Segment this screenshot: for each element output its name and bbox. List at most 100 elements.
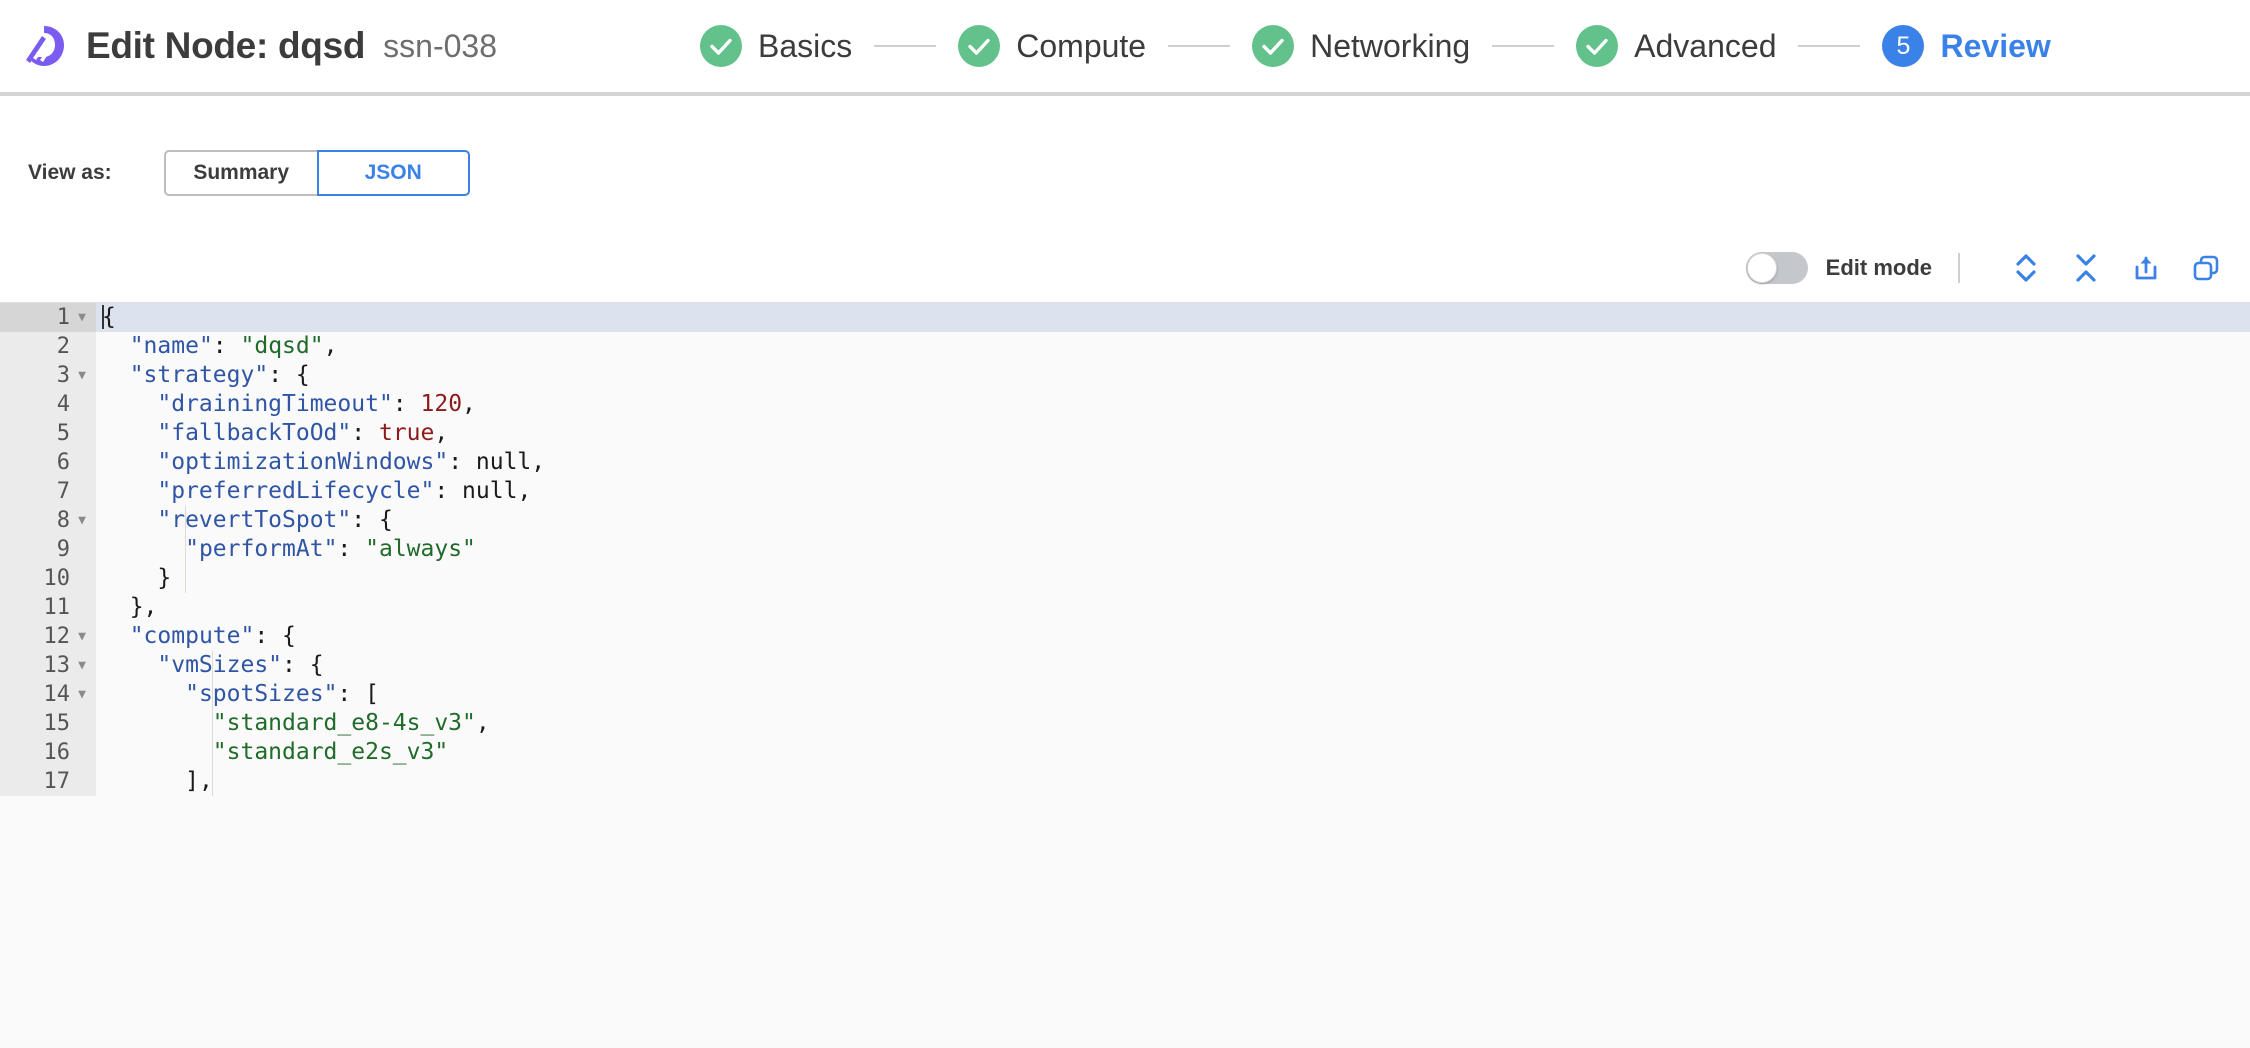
code-line[interactable]: 8▼ "revertToSpot": { <box>0 506 2250 535</box>
code-text: "standard_e8-4s_v3", <box>212 710 490 736</box>
step-connector <box>1168 45 1231 47</box>
line-number-gutter: 7 <box>0 477 96 506</box>
line-number-gutter: 15 <box>0 709 96 738</box>
check-icon <box>1576 25 1619 67</box>
brand-block: Edit Node: dqsd ssn-038 <box>0 24 497 68</box>
check-icon <box>1252 25 1295 67</box>
code-line[interactable]: 13▼ "vmSizes": { <box>0 651 2250 680</box>
line-number: 8 <box>56 508 70 533</box>
page-subtitle: ssn-038 <box>383 27 497 64</box>
share-icon[interactable] <box>2126 248 2166 288</box>
code-line[interactable]: 2 "name": "dqsd", <box>0 332 2250 361</box>
line-number: 15 <box>43 711 71 736</box>
line-number: 3 <box>56 363 70 388</box>
fold-toggle-icon[interactable]: ▼ <box>78 310 86 325</box>
json-editor[interactable]: 1▼{2 "name": "dqsd",3▼ "strategy": {4 "d… <box>0 302 2250 1048</box>
code-line[interactable]: 3 ▼ "strategy": { <box>0 361 2250 390</box>
code-line[interactable]: 5 "fallbackToOd": true, <box>0 419 2250 448</box>
line-number: 13 <box>43 653 71 678</box>
indent-guide <box>212 651 214 796</box>
line-number: 11 <box>43 595 71 620</box>
step-connector <box>1492 45 1555 47</box>
collapse-all-icon[interactable] <box>2066 248 2106 288</box>
code-text: "revertToSpot": { <box>157 507 393 533</box>
code-line[interactable]: 15 "standard_e8-4s_v3", <box>0 709 2250 738</box>
code-line[interactable]: 16 "standard_e2s_v3" <box>0 738 2250 767</box>
step-label: Networking <box>1310 27 1471 64</box>
line-number: 14 <box>43 682 71 707</box>
code-line[interactable]: 1▼{ <box>0 303 2250 332</box>
line-number-gutter: 11 <box>0 593 96 622</box>
line-number-gutter: 9 <box>0 535 96 564</box>
wizard-step-review[interactable]: 5 Review <box>1882 25 2051 67</box>
wizard-stepper: Basics Compute Networking Advanced 5 Review <box>700 0 2051 92</box>
code-text: ], <box>185 768 213 794</box>
code-line[interactable]: 11 }, <box>0 593 2250 622</box>
line-number: 1 <box>56 305 70 330</box>
edit-mode-toggle[interactable] <box>1745 252 1808 284</box>
fold-toggle-icon[interactable]: ▼ <box>78 658 86 673</box>
wizard-step-compute[interactable]: Compute <box>958 25 1146 67</box>
code-text: "optimizationWindows": null, <box>157 449 546 475</box>
code-text: "strategy": { <box>129 362 310 388</box>
fold-toggle-icon[interactable]: ▼ <box>78 368 86 383</box>
step-number: 5 <box>1896 31 1911 60</box>
view-as-segmented-control[interactable]: Summary JSON <box>163 150 470 196</box>
toolbar-divider <box>1958 253 1960 283</box>
line-number: 2 <box>56 334 70 359</box>
check-icon <box>958 25 1001 67</box>
line-number-gutter: 13 ▼ <box>0 651 96 680</box>
view-as-json-button[interactable]: JSON <box>316 150 470 196</box>
step-connector <box>874 45 937 47</box>
step-label: Advanced <box>1634 27 1777 64</box>
step-connector <box>1798 45 1861 47</box>
wizard-step-networking[interactable]: Networking <box>1252 25 1470 67</box>
fold-toggle-icon[interactable]: ▼ <box>78 687 86 702</box>
line-number-gutter: 1▼ <box>0 303 96 332</box>
code-line[interactable]: 4 "drainingTimeout": 120, <box>0 390 2250 419</box>
line-number-gutter: 10 <box>0 564 96 593</box>
line-number: 7 <box>56 479 70 504</box>
line-number-gutter: 2 <box>0 332 96 361</box>
code-line[interactable]: 10 } <box>0 564 2250 593</box>
editor-toolbar: Edit mode <box>0 244 2250 292</box>
line-number: 4 <box>56 392 70 417</box>
step-label: Review <box>1940 27 2051 64</box>
edit-mode-label: Edit mode <box>1825 255 1932 280</box>
line-number: 17 <box>43 769 71 794</box>
code-line[interactable]: 14 ▼ "spotSizes": [ <box>0 680 2250 709</box>
line-number-gutter: 12 ▼ <box>0 622 96 651</box>
line-number-gutter: 8▼ <box>0 506 96 535</box>
expand-all-icon[interactable] <box>2006 248 2046 288</box>
code-text: "fallbackToOd": true, <box>157 420 449 446</box>
line-number-gutter: 5 <box>0 419 96 448</box>
spot-logo-icon <box>22 24 66 68</box>
code-line[interactable]: 12▼ "compute": { <box>0 622 2250 651</box>
code-line[interactable]: 6 "optimizationWindows": null, <box>0 448 2250 477</box>
app-header: Edit Node: dqsd ssn-038 Basics Compute Net… <box>0 0 2250 96</box>
line-number: 12 <box>43 624 71 649</box>
code-line[interactable]: 9 "performAt": "always" <box>0 535 2250 564</box>
code-text: "spotSizes": [ <box>185 681 379 707</box>
line-number: 16 <box>43 740 71 765</box>
step-number-badge: 5 <box>1882 25 1925 67</box>
fold-toggle-icon[interactable]: ▼ <box>78 629 86 644</box>
view-as-label: View as: <box>28 161 112 184</box>
copy-icon[interactable] <box>2186 248 2226 288</box>
code-text: "preferredLifecycle": null, <box>157 478 532 504</box>
line-number: 5 <box>56 421 70 446</box>
wizard-step-basics[interactable]: Basics <box>700 25 852 67</box>
fold-toggle-icon[interactable]: ▼ <box>78 513 86 528</box>
line-number-gutter: 17 <box>0 767 96 796</box>
code-line[interactable]: 17 ], <box>0 767 2250 796</box>
view-as-summary-button[interactable]: Summary <box>163 150 317 196</box>
page-title: Edit Node: dqsd <box>86 25 366 66</box>
line-number: 6 <box>56 450 70 475</box>
code-text: }, <box>129 594 158 620</box>
step-label: Basics <box>758 27 853 64</box>
code-text: "performAt": "always" <box>185 536 476 562</box>
code-text: } <box>157 565 172 591</box>
wizard-step-advanced[interactable]: Advanced <box>1576 25 1776 67</box>
code-line[interactable]: 7 "preferredLifecycle": null, <box>0 477 2250 506</box>
line-number-gutter: 14 ▼ <box>0 680 96 709</box>
